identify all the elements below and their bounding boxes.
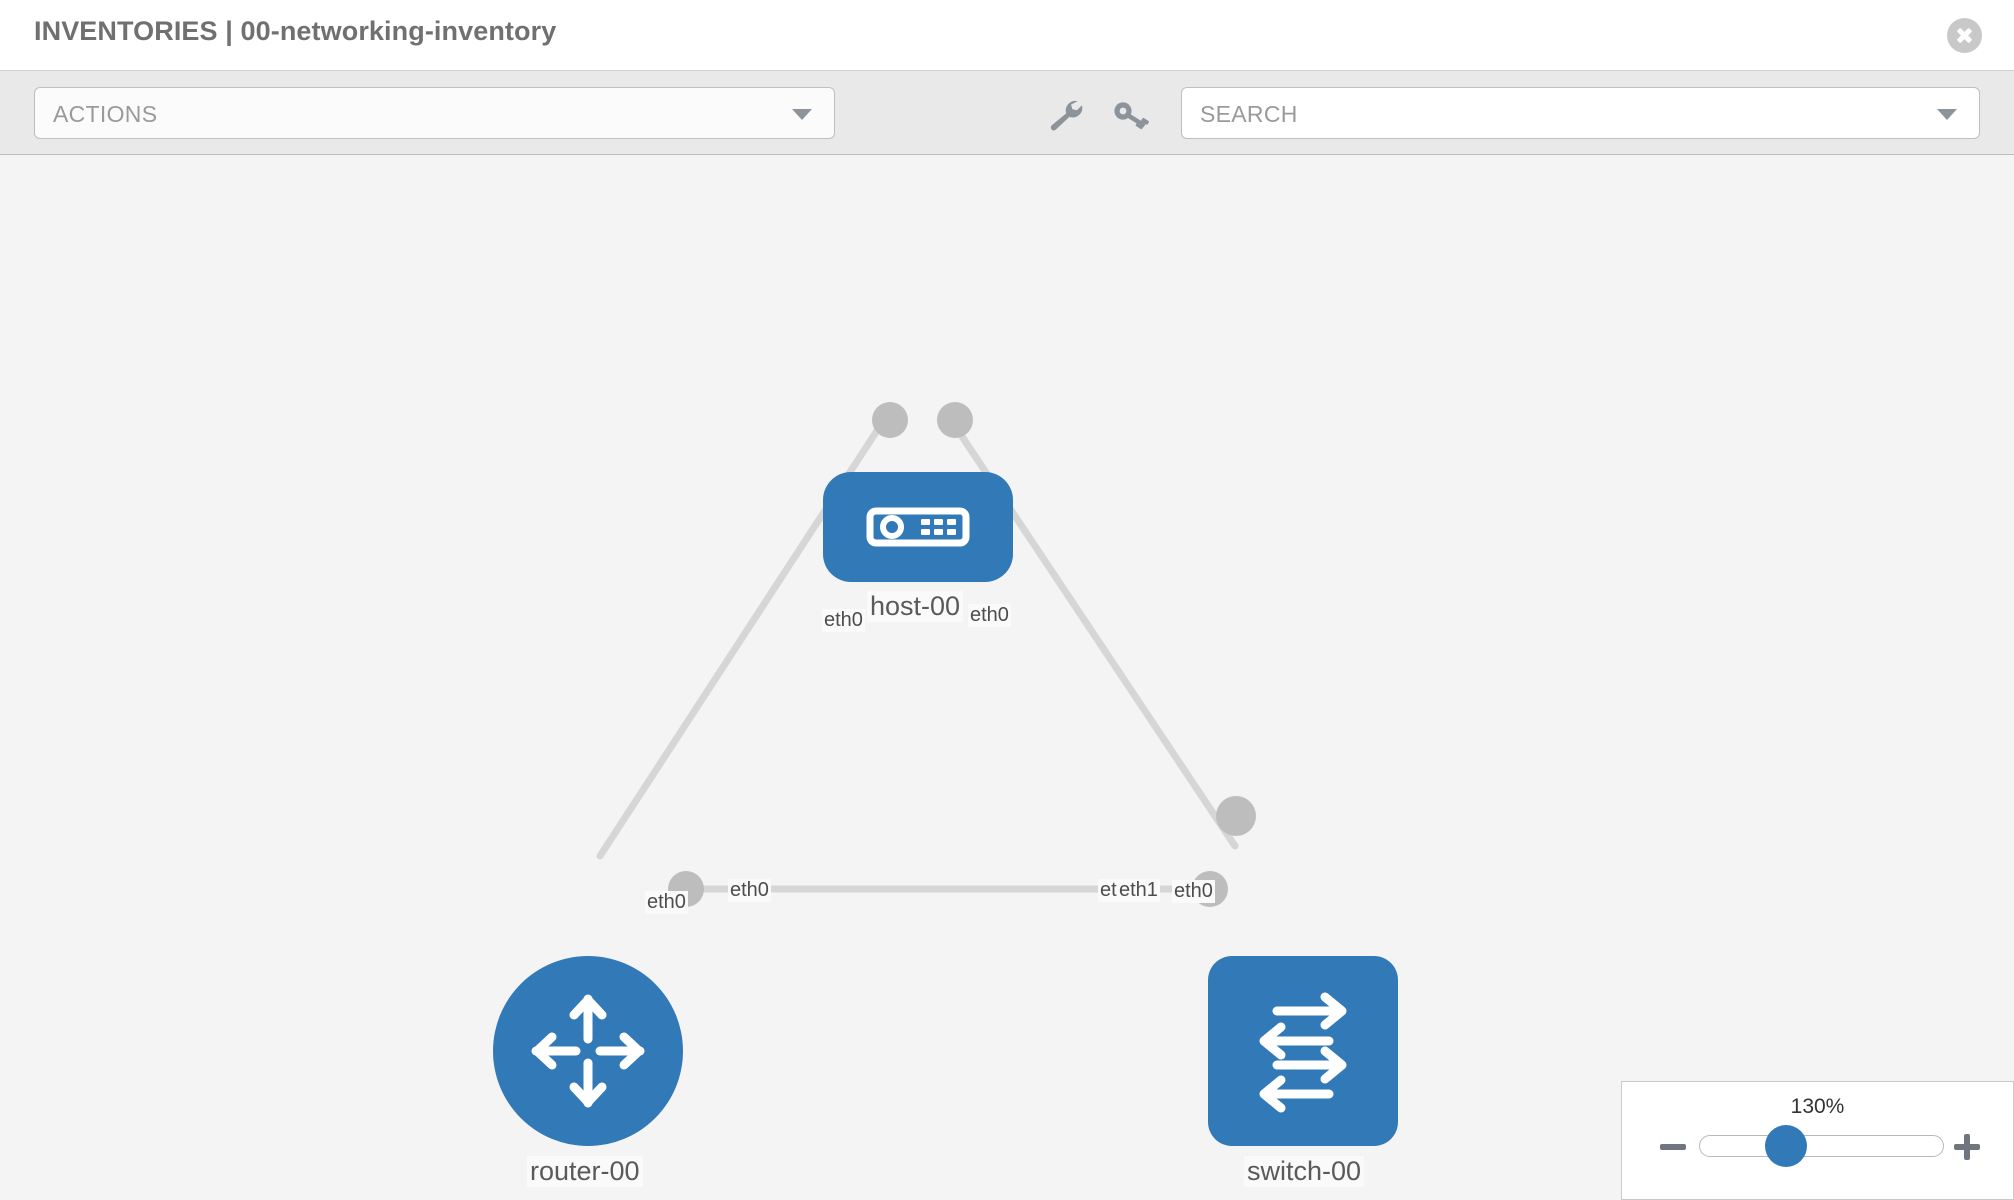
zoom-slider-thumb[interactable] (1765, 1125, 1807, 1167)
topology-canvas[interactable]: eth0 eth0 eth0 eth0 eth0 eth eth1 host-0… (0, 156, 2014, 1200)
topology-edges (596, 422, 1239, 893)
switch-arrows-icon (1208, 956, 1398, 1146)
chevron-down-icon (792, 109, 812, 120)
actions-dropdown-label: ACTIONS (53, 101, 158, 127)
close-icon[interactable] (1947, 18, 1982, 53)
server-icon (823, 472, 1013, 582)
zoom-level-value: 130% (1790, 1095, 1845, 1118)
wrench-icon[interactable] (1044, 97, 1086, 133)
node-label-switch-00: switch-00 (1244, 1156, 1365, 1187)
chevron-down-icon[interactable] (1937, 109, 1957, 120)
edge-label-router-upper: eth0 (645, 891, 688, 914)
node-label-host-00: host-00 (867, 591, 964, 622)
page-title: INVENTORIES | 00-networking-inventory (34, 16, 557, 46)
zoom-slider-track[interactable] (1699, 1135, 1944, 1157)
search-placeholder: SEARCH (1200, 101, 1298, 127)
connector-nub-host-right (937, 402, 973, 438)
connector-nub-switch-top (1216, 796, 1256, 836)
node-router-00[interactable] (493, 956, 683, 1146)
edge-label-switch-left: eth1 (1117, 879, 1160, 902)
search-input[interactable]: SEARCH (1181, 87, 1980, 139)
node-label-router-00: router-00 (527, 1156, 643, 1187)
edge-label-switch-upper: eth0 (1172, 880, 1215, 903)
router-arrows-icon (493, 956, 683, 1146)
node-host-00[interactable] (823, 472, 1013, 582)
node-switch-00[interactable] (1208, 956, 1398, 1146)
connector-nub-host-left (872, 402, 908, 438)
zoom-out-button[interactable] (1658, 1132, 1688, 1162)
edge-label-host-right: eth0 (968, 604, 1011, 627)
edge-label-router-right: eth0 (728, 879, 771, 902)
actions-dropdown[interactable]: ACTIONS (34, 87, 835, 139)
page-header: INVENTORIES | 00-networking-inventory (0, 0, 2014, 70)
edge-label-host-left: eth0 (822, 609, 865, 632)
zoom-control-panel: 130% (1621, 1081, 2014, 1200)
toolbar: ACTIONS SEARCH (0, 70, 2014, 155)
zoom-in-button[interactable] (1952, 1132, 1982, 1162)
key-icon[interactable] (1110, 97, 1152, 133)
